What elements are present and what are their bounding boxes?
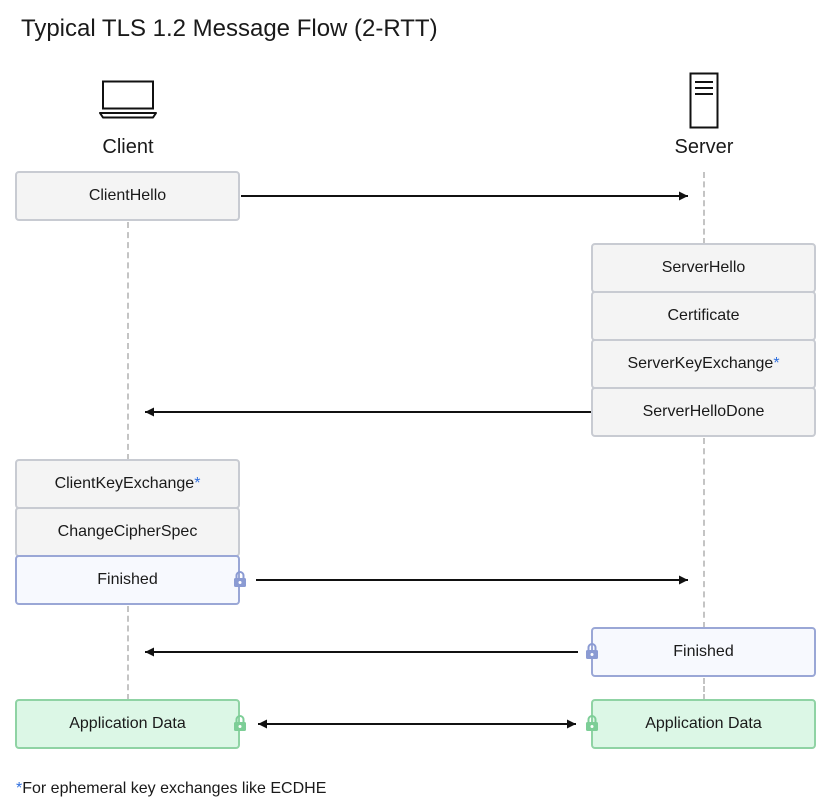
- certificate-box: Certificate: [591, 291, 816, 341]
- client-lifeline: [127, 606, 129, 700]
- server-application-data-box: Application Data: [591, 699, 816, 749]
- server-icon: [689, 72, 719, 129]
- lock-icon: [234, 571, 246, 587]
- change-cipher-spec-text: ChangeCipherSpec: [57, 523, 198, 540]
- server-hello-box: ServerHello: [591, 243, 816, 293]
- footnote-marker: *: [16, 780, 23, 797]
- diagram-title: Typical TLS 1.2 Message Flow (2-RTT): [21, 15, 438, 42]
- lock-icon: [234, 715, 246, 731]
- certificate-text: Certificate: [667, 307, 740, 324]
- client-hello-box: ClientHello: [15, 171, 240, 221]
- client-label: Client: [102, 136, 154, 158]
- server-lifeline: [703, 172, 705, 244]
- server-hello-done-text: ServerHelloDone: [642, 403, 765, 420]
- server-key-exchange-box: ServerKeyExchange*: [591, 339, 816, 389]
- server-lifeline: [703, 438, 705, 628]
- server-hello-text: ServerHello: [661, 259, 746, 276]
- laptop-icon: [99, 80, 157, 119]
- footnote: *For ephemeral key exchanges like ECDHE: [16, 779, 326, 799]
- server-application-data-text: Application Data: [645, 715, 762, 732]
- client-key-exchange-text: ClientKeyExchange: [54, 475, 195, 492]
- client-application-data-text: Application Data: [69, 715, 186, 732]
- server-finished-box: Finished: [591, 627, 816, 677]
- lock-icon: [586, 643, 598, 659]
- client-finished-text: Finished: [97, 571, 158, 588]
- server-finished-text: Finished: [673, 643, 734, 660]
- server-key-exchange-text: ServerKeyExchange: [627, 355, 774, 372]
- ephemeral-asterisk: *: [773, 355, 780, 372]
- client-hello-text: ClientHello: [88, 187, 167, 204]
- lock-icon: [586, 715, 598, 731]
- change-cipher-spec-box: ChangeCipherSpec: [15, 507, 240, 557]
- ephemeral-asterisk: *: [194, 475, 201, 492]
- client-application-data-box: Application Data: [15, 699, 240, 749]
- footnote-text: For ephemeral key exchanges like ECDHE: [22, 780, 327, 797]
- server-hello-done-box: ServerHelloDone: [591, 387, 816, 437]
- client-lifeline: [127, 222, 129, 460]
- client-key-exchange-box: ClientKeyExchange*: [15, 459, 240, 509]
- client-finished-box: Finished: [15, 555, 240, 605]
- server-label: Server: [674, 136, 734, 158]
- server-lifeline: [703, 678, 705, 700]
